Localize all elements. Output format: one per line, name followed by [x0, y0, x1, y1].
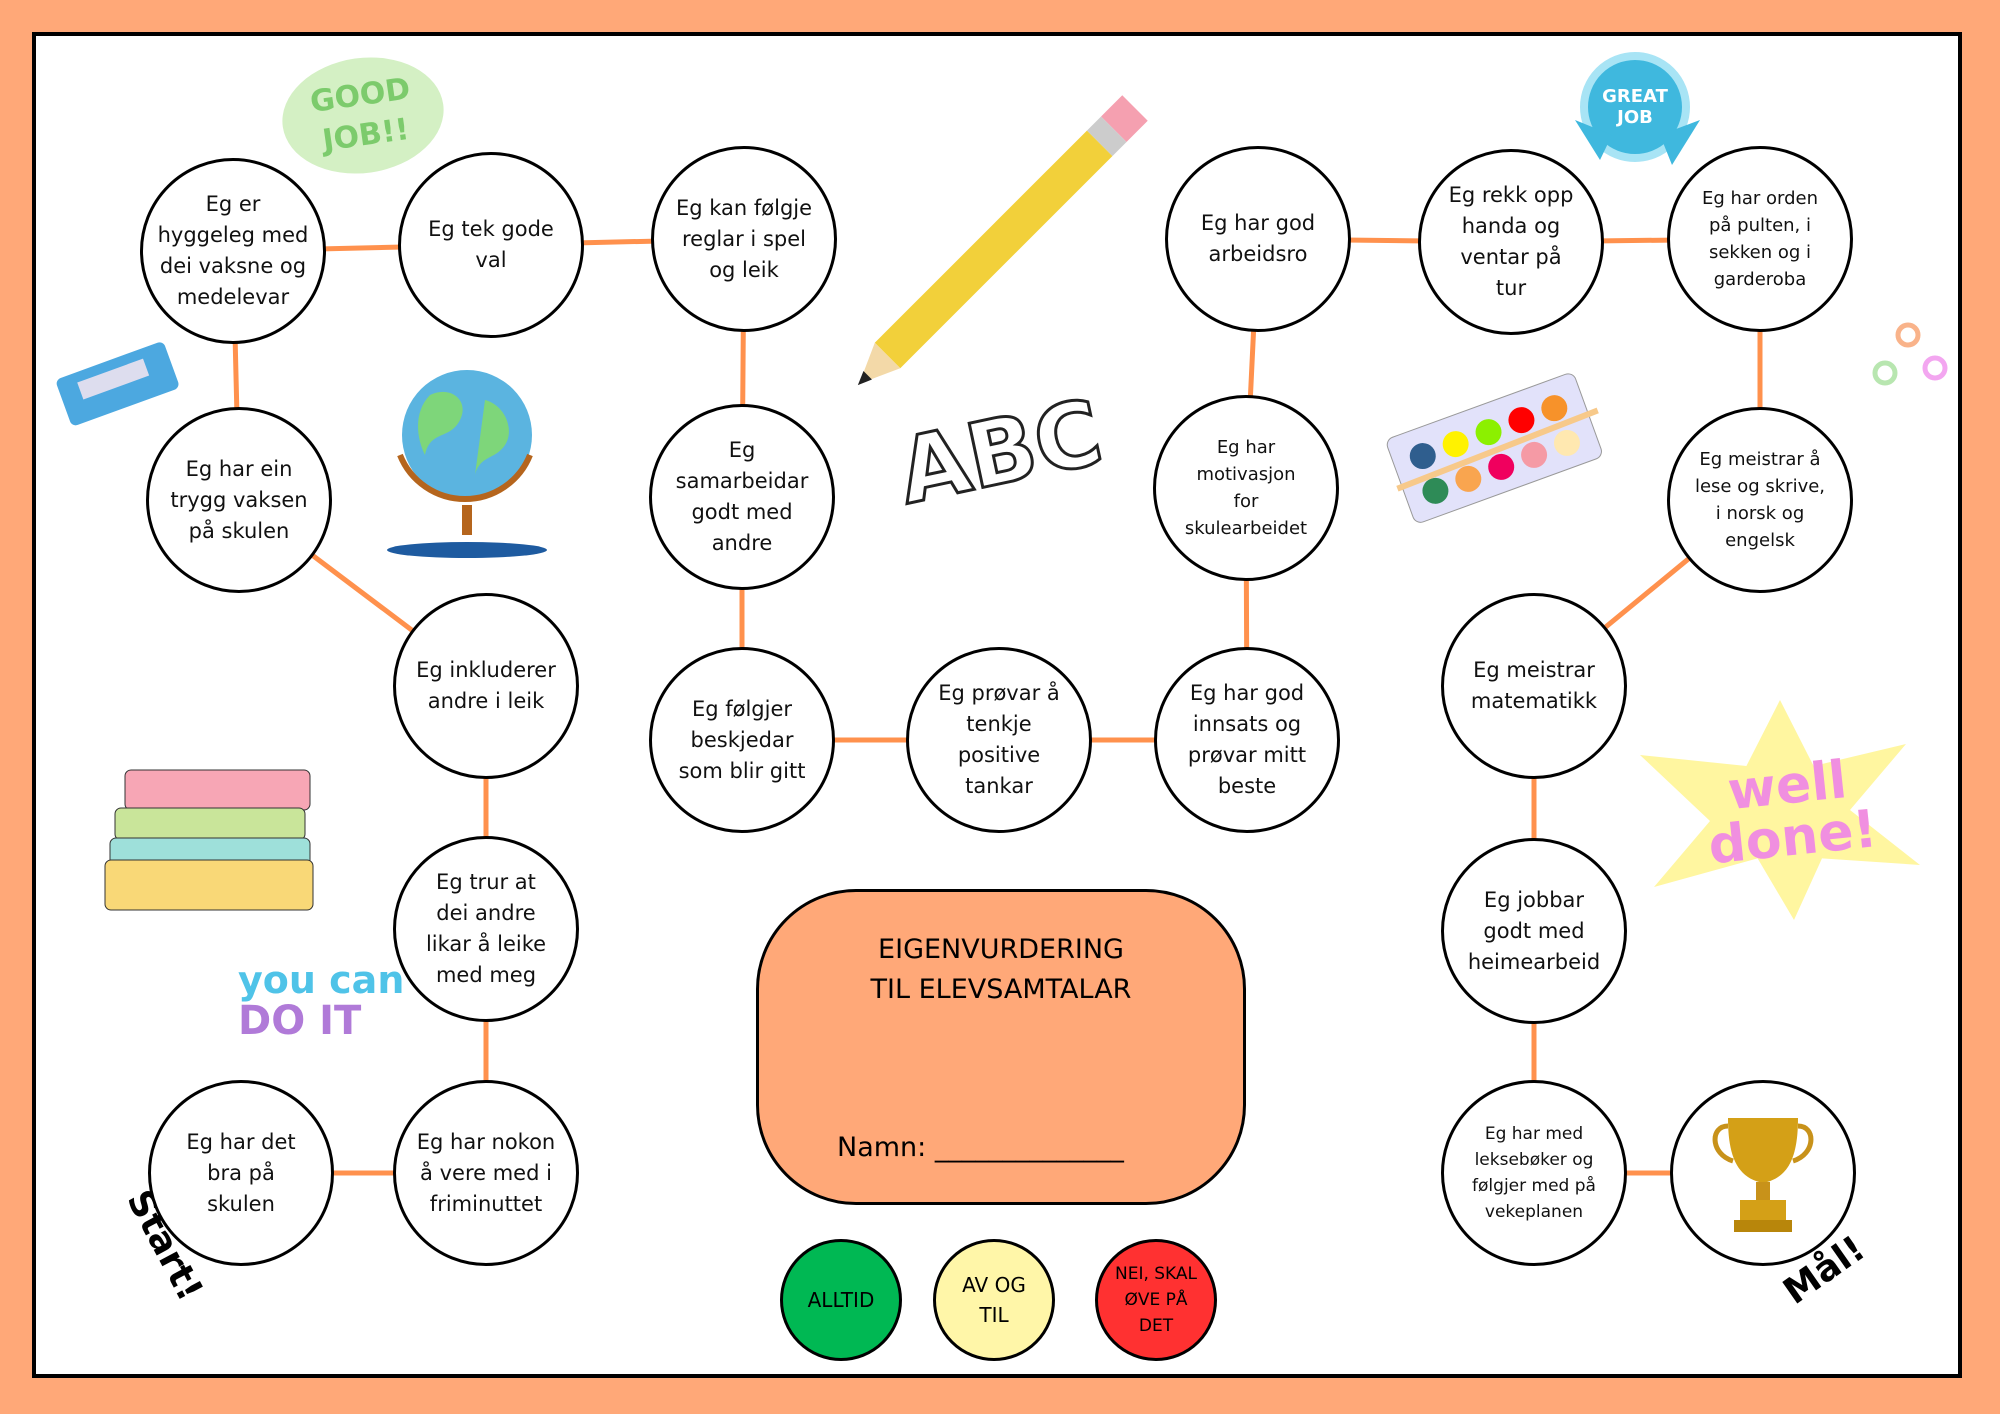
step-18-node[interactable]: Eg meistrar matematikk [1441, 593, 1627, 779]
step-13-node[interactable]: Eg har motivasjon for skulearbeidet [1153, 395, 1339, 581]
goal-trophy-node[interactable] [1670, 1080, 1856, 1266]
step-11-node[interactable]: Eg prøvar å tenkje positive tankar [906, 647, 1092, 833]
step-6-node[interactable]: Eg er hyggeleg med dei vaksne og medelev… [140, 158, 326, 344]
step-20-node[interactable]: Eg har med leksebøker og følgjer med på … [1441, 1080, 1627, 1266]
step-14-node[interactable]: Eg har god arbeidsro [1165, 146, 1351, 332]
step-12-node[interactable]: Eg har god innsats og prøvar mitt beste [1154, 647, 1340, 833]
step-8-node[interactable]: Eg kan følgje reglar i spel og leik [651, 146, 837, 332]
step-10-node[interactable]: Eg følgjer beskjedar som blir gitt [649, 647, 835, 833]
step-1-node[interactable]: Eg har det bra på skulen [148, 1080, 334, 1266]
books-icon [104, 769, 314, 911]
step-5-node[interactable]: Eg har ein trygg vaksen på skulen [146, 407, 332, 593]
flowers-icon [1872, 322, 1948, 386]
name-field[interactable]: Namn: ______________ [837, 1132, 1124, 1163]
globe-icon [387, 370, 547, 558]
step-7-node[interactable]: Eg tek gode val [398, 152, 584, 338]
step-16-node[interactable]: Eg har orden på pulten, i sekken og i ga… [1667, 146, 1853, 332]
step-3-node[interactable]: Eg trur at dei andre likar å leike med m… [393, 836, 579, 1022]
step-19-node[interactable]: Eg jobbar godt med heimearbeid [1441, 838, 1627, 1024]
you-can-text: you can [238, 958, 405, 1002]
title-panel: EIGENVURDERING TIL ELEVSAMTALAR Namn: __… [756, 889, 1246, 1205]
trophy-icon [1712, 1118, 1814, 1232]
legend-no-practice[interactable]: NEI, SKAL ØVE PÅ DET [1095, 1239, 1217, 1361]
sharpener-icon [56, 342, 179, 426]
pencil-icon [857, 95, 1148, 386]
step-4-node[interactable]: Eg inkluderer andre i leik [393, 593, 579, 779]
step-15-node[interactable]: Eg rekk opp handa og ventar på tur [1418, 149, 1604, 335]
do-it-text: DO IT [238, 998, 362, 1044]
step-2-node[interactable]: Eg har nokon å vere med i friminuttet [393, 1080, 579, 1266]
paint-palette-icon [1386, 373, 1602, 523]
worksheet-title: EIGENVURDERING TIL ELEVSAMTALAR [870, 934, 1132, 1005]
great-job-ribbon-icon [1575, 120, 1700, 165]
legend-always[interactable]: ALLTID [780, 1239, 902, 1361]
step-17-node[interactable]: Eg meistrar å lese og skrive, i norsk og… [1667, 407, 1853, 593]
step-9-node[interactable]: Eg samarbeidar godt med andre [649, 404, 835, 590]
legend-sometimes[interactable]: AV OG TIL [933, 1239, 1055, 1361]
